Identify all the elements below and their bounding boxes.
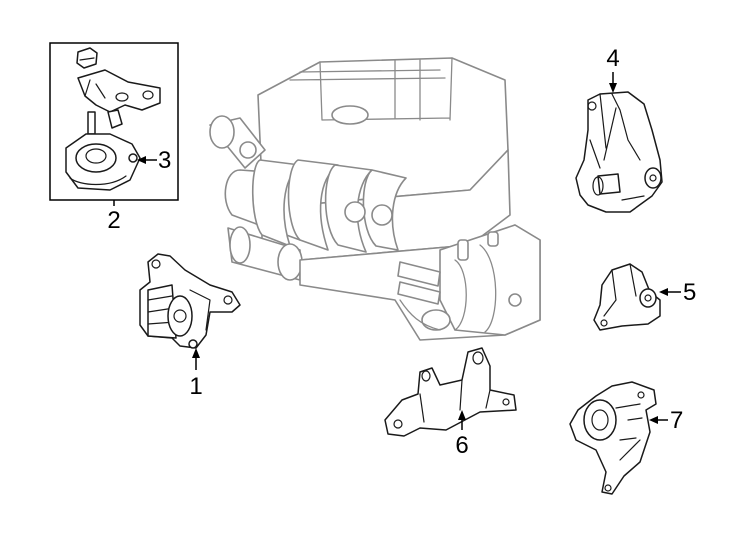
callout-1: 1 <box>189 348 203 400</box>
part-3-mount <box>65 111 141 191</box>
part-7-mount <box>569 381 657 495</box>
callout-2: 2 <box>107 200 121 234</box>
callout-4: 4 <box>606 45 620 93</box>
engine-assembly <box>209 57 541 341</box>
callout-3: 3 <box>137 147 171 174</box>
callout-5-label: 5 <box>683 279 696 306</box>
part-2-bracket <box>77 69 161 129</box>
callout-6: 6 <box>455 410 469 459</box>
part-1-mount <box>139 253 241 349</box>
callout-1-label: 1 <box>189 373 202 400</box>
part-4-mount <box>575 91 663 213</box>
callout-5: 5 <box>659 279 696 306</box>
callout-6-label: 6 <box>455 432 468 459</box>
part-6-mount <box>384 347 517 437</box>
callout-4-label: 4 <box>606 45 619 72</box>
callout-7-label: 7 <box>670 407 683 434</box>
callout-2-label: 2 <box>107 207 120 234</box>
callout-3-label: 3 <box>158 147 171 174</box>
callout-7: 7 <box>649 407 683 434</box>
part-5-mount <box>593 263 661 331</box>
part-2-nut <box>76 47 98 69</box>
